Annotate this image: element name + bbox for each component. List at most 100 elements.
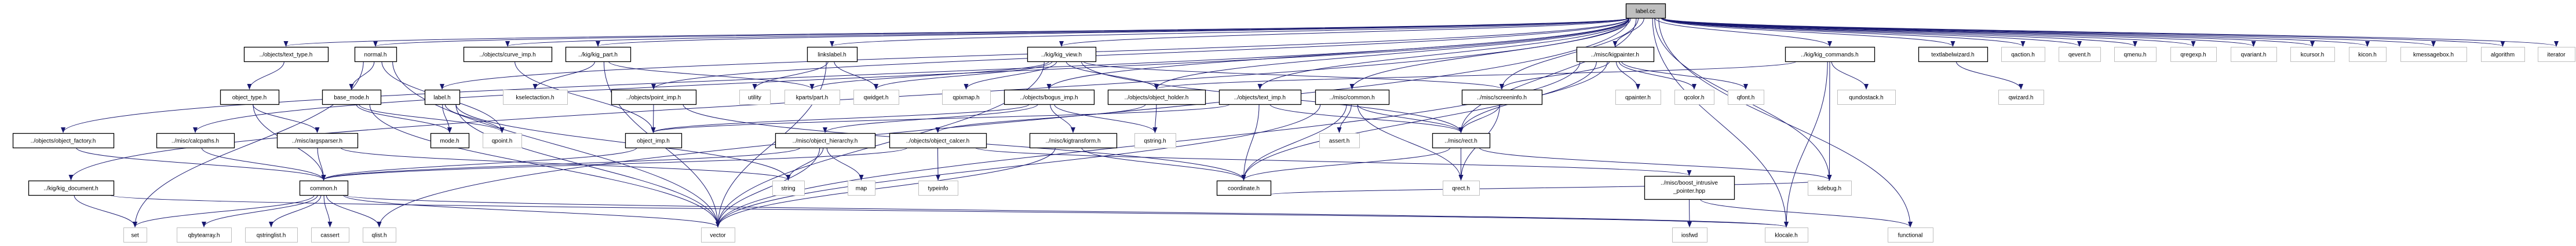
node-box [276, 133, 359, 149]
file-node[interactable]: base_mode.h [322, 89, 382, 105]
file-node[interactable]: ../misc/object_hierarchy.h [775, 133, 876, 149]
node-label: ../kig/kig_commands.h [1801, 52, 1859, 58]
file-node[interactable]: textlabelwizard.h [1918, 46, 1988, 63]
dependency-edge [321, 147, 637, 181]
system-header-node: kicon.h [2349, 47, 2387, 62]
file-node[interactable]: mode.h [430, 133, 470, 149]
dependency-edge [201, 147, 326, 181]
dependency-edge [1059, 17, 1630, 47]
file-node[interactable]: ../objects/object_factory.h [12, 133, 115, 149]
node-label: map [856, 186, 867, 192]
dependency-edge [343, 194, 720, 227]
node-box [363, 227, 396, 243]
system-header-node: kcursor.h [2290, 47, 2335, 62]
dependency-edge [247, 61, 284, 90]
node-box [220, 89, 280, 105]
system-header-node: qmenu.h [2114, 47, 2157, 62]
file-node[interactable]: ../misc/common.h [1315, 89, 1390, 105]
system-header-node: algorithm [2481, 47, 2525, 62]
file-node[interactable]: ../kig/kig_commands.h [1785, 46, 1876, 63]
file-node[interactable]: common.h [299, 180, 349, 196]
dependency-edge [75, 147, 326, 181]
node-label: qmenu.h [2124, 52, 2147, 58]
file-node[interactable]: ../misc/boost_intrusive_pointer.hpp [1644, 175, 1735, 200]
dependency-edge [1955, 61, 2023, 90]
dependency-edge [1081, 147, 1246, 181]
node-box [424, 89, 461, 105]
file-node[interactable]: ../objects/object_calcer.h [889, 133, 987, 149]
node-box [1808, 181, 1852, 196]
file-node[interactable]: ../kig/kig_document.h [28, 180, 115, 196]
dependency-edge [1479, 147, 1832, 181]
file-node[interactable]: linkslabel.h [807, 46, 858, 63]
dependency-edge [1357, 104, 1464, 133]
node-box [1461, 89, 1543, 105]
dependency-edge [442, 104, 452, 133]
dependency-edge [1831, 61, 1869, 90]
dependency-edge [373, 17, 1630, 47]
file-node[interactable]: ../objects/point_imp.h [611, 89, 697, 105]
node-label: qundostack.h [1849, 95, 1884, 101]
file-node[interactable]: ../misc/argsparser.h [276, 133, 359, 149]
node-label: ../objects/text_type.h [260, 52, 313, 58]
node-box [463, 46, 553, 63]
root-file-node[interactable]: label.cc [1625, 3, 1666, 19]
node-box [1644, 175, 1735, 200]
dependency-edge [651, 17, 1630, 90]
file-node[interactable]: ../misc/screeninfo.h [1461, 89, 1543, 105]
dependency-edge [515, 61, 656, 133]
file-node[interactable]: normal.h [354, 46, 397, 63]
node-label: ../kig/kig_part.h [578, 52, 618, 58]
node-box [2001, 47, 2045, 62]
file-node[interactable]: ../misc/rect.h [1432, 133, 1491, 149]
node-box [322, 89, 382, 105]
dependency-edge [1784, 61, 1828, 227]
dependency-edge [349, 61, 375, 90]
file-node[interactable]: ../misc/calcpaths.h [156, 133, 235, 149]
dependency-edge [133, 194, 315, 227]
dependency-edge [444, 104, 505, 133]
node-box [2114, 47, 2157, 62]
dependency-edge [1618, 61, 1696, 90]
system-header-node: qundostack.h [1837, 90, 1896, 105]
node-label: vector [710, 233, 726, 239]
dependency-edge [1499, 17, 1639, 90]
file-node[interactable]: ../objects/bogus_imp.h [1004, 89, 1095, 105]
file-node[interactable]: coordinate.h [1216, 180, 1272, 196]
system-header-node: qrect.h [1443, 181, 1480, 196]
file-node[interactable]: ../kig/kig_part.h [565, 46, 632, 63]
dependency-edge [752, 61, 829, 90]
file-node[interactable]: ../objects/text_type.h [243, 46, 329, 63]
nodes-layer: label.cc ../objects/text_type.h normal.h..… [12, 3, 2575, 243]
dependency-edge [975, 147, 1691, 176]
node-label: ../misc/common.h [1329, 95, 1374, 101]
file-node[interactable]: ../kig/kig_view.h [1027, 46, 1097, 63]
dependency-edge [809, 61, 1049, 90]
dependency-edge [608, 61, 815, 90]
node-label: functional [1898, 233, 1923, 239]
node-label: kcursor.h [2301, 52, 2325, 58]
dependency-edge [61, 17, 1630, 133]
file-node[interactable]: ../objects/curve_imp.h [463, 46, 553, 63]
node-label: qaction.h [2011, 52, 2035, 58]
node-label: typeinfo [928, 186, 948, 192]
node-box [1785, 46, 1876, 63]
node-box [12, 133, 115, 149]
dependency-edge [1050, 104, 1075, 133]
node-label: klocale.h [1775, 233, 1797, 239]
file-node[interactable]: ../misc/kigpainter.h [1576, 46, 1655, 63]
node-box [565, 46, 632, 63]
system-header-node: klocale.h [1765, 227, 1808, 243]
node-label: mode.h [440, 138, 459, 145]
system-header-node: kdebug.h [1808, 181, 1852, 196]
node-label: ../objects/object_holder.h [1125, 95, 1189, 101]
dependency-edge [356, 104, 452, 133]
file-node[interactable]: ../misc/kigtransform.h [1029, 133, 1118, 149]
system-header-node: functional [1888, 227, 1933, 243]
file-node[interactable]: object_type.h [220, 89, 280, 105]
file-node[interactable]: ../objects/text_imp.h [1218, 89, 1302, 105]
file-node[interactable]: ../objects/object_holder.h [1107, 89, 1206, 105]
file-node[interactable]: label.h [424, 89, 461, 105]
file-node[interactable]: object_imp.h [625, 133, 683, 149]
